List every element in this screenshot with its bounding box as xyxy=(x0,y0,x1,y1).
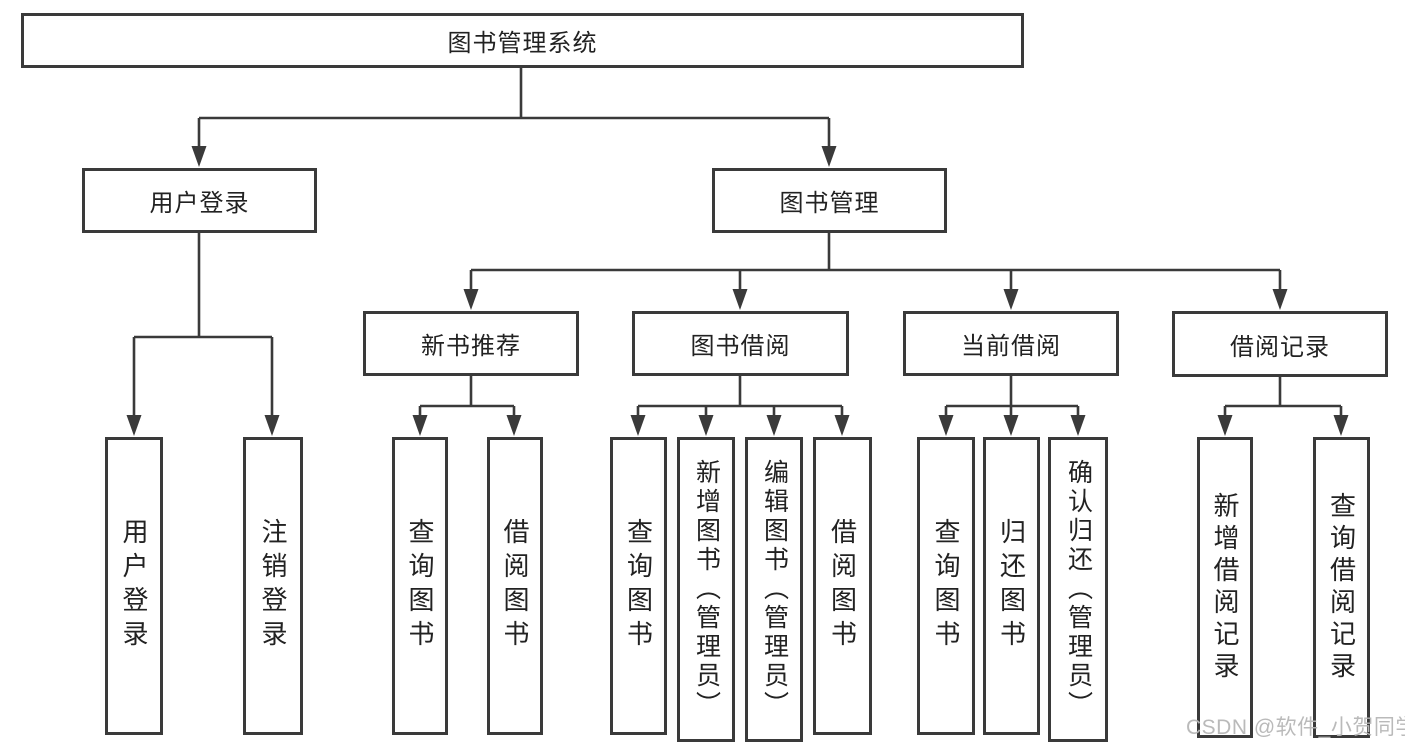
arrow-down-icon xyxy=(1003,289,1019,310)
arrow-down-icon xyxy=(126,415,142,436)
node-label: 用户登录 xyxy=(119,518,149,654)
arrow-down-icon xyxy=(506,415,522,436)
node-borrow-records: 借阅记录 xyxy=(1172,311,1388,377)
node-label: 查询图书 xyxy=(623,518,654,654)
node-label: 新增图书（管理员） xyxy=(692,459,721,720)
leaf-logout: 注销登录 xyxy=(243,437,303,735)
arrow-down-icon xyxy=(264,415,280,436)
arrow-down-icon xyxy=(821,146,837,167)
node-current-borrow: 当前借阅 xyxy=(903,311,1119,376)
arrow-down-icon xyxy=(1217,415,1233,436)
leaf-records-query-record: 查询借阅记录 xyxy=(1313,437,1370,738)
arrow-down-icon xyxy=(412,415,428,436)
arrow-down-icon xyxy=(834,415,850,436)
node-label: 归还图书 xyxy=(996,518,1027,654)
arrow-down-icon xyxy=(1070,415,1086,436)
leaf-borrow-add-books-admin: 新增图书（管理员） xyxy=(677,437,735,742)
node-label: 查询图书 xyxy=(405,518,435,654)
arrow-down-icon xyxy=(938,415,954,436)
arrowheads xyxy=(126,146,1349,436)
node-label: 新书推荐 xyxy=(421,333,521,360)
node-label: 借阅图书 xyxy=(500,518,530,654)
leaf-user-login: 用户登录 xyxy=(105,437,163,735)
node-label: 查询图书 xyxy=(931,518,961,654)
leaf-recommend-borrow-books: 借阅图书 xyxy=(487,437,543,735)
arrow-down-icon xyxy=(1333,415,1349,436)
leaf-current-query-books: 查询图书 xyxy=(917,437,975,735)
leaf-borrow-edit-books-admin: 编辑图书（管理员） xyxy=(745,437,803,742)
leaf-current-return-books: 归还图书 xyxy=(983,437,1040,735)
node-label: 注销登录 xyxy=(258,518,288,654)
node-book-management: 图书管理 xyxy=(712,168,947,233)
leaf-current-confirm-return-admin: 确认归还（管理员） xyxy=(1048,437,1108,742)
leaf-borrow-borrow-books: 借阅图书 xyxy=(813,437,872,735)
arrow-down-icon xyxy=(1003,415,1019,436)
node-book-borrow: 图书借阅 xyxy=(632,311,849,376)
leaf-recommend-query-books: 查询图书 xyxy=(392,437,448,735)
arrow-down-icon xyxy=(630,415,646,436)
node-root-system: 图书管理系统 xyxy=(21,13,1024,68)
node-label: 查询借阅记录 xyxy=(1326,491,1357,684)
connector-segments xyxy=(132,67,1343,421)
leaf-records-add-record: 新增借阅记录 xyxy=(1197,437,1253,738)
arrow-down-icon xyxy=(732,289,748,310)
leaf-borrow-query-books: 查询图书 xyxy=(610,437,667,735)
arrow-down-icon xyxy=(698,415,714,436)
arrow-down-icon xyxy=(1272,289,1288,310)
node-label: 编辑图书（管理员） xyxy=(760,459,789,720)
node-new-book-recommend: 新书推荐 xyxy=(363,311,579,376)
node-label: 当前借阅 xyxy=(961,333,1061,360)
node-label: 图书管理系统 xyxy=(447,30,598,57)
arrow-down-icon xyxy=(766,415,782,436)
node-label: 新增借阅记录 xyxy=(1210,491,1240,684)
node-label: 用户登录 xyxy=(149,190,250,217)
node-label: 图书管理 xyxy=(779,190,880,217)
node-user-login: 用户登录 xyxy=(82,168,317,233)
watermark: CSDN @软件_小贺同学 xyxy=(1186,716,1405,739)
arrow-down-icon xyxy=(191,146,207,167)
node-label: 确认归还（管理员） xyxy=(1064,459,1093,720)
node-label: 图书借阅 xyxy=(690,333,791,360)
arrow-down-icon xyxy=(463,289,479,310)
node-label: 借阅图书 xyxy=(827,518,858,654)
node-label: 借阅记录 xyxy=(1230,333,1330,361)
